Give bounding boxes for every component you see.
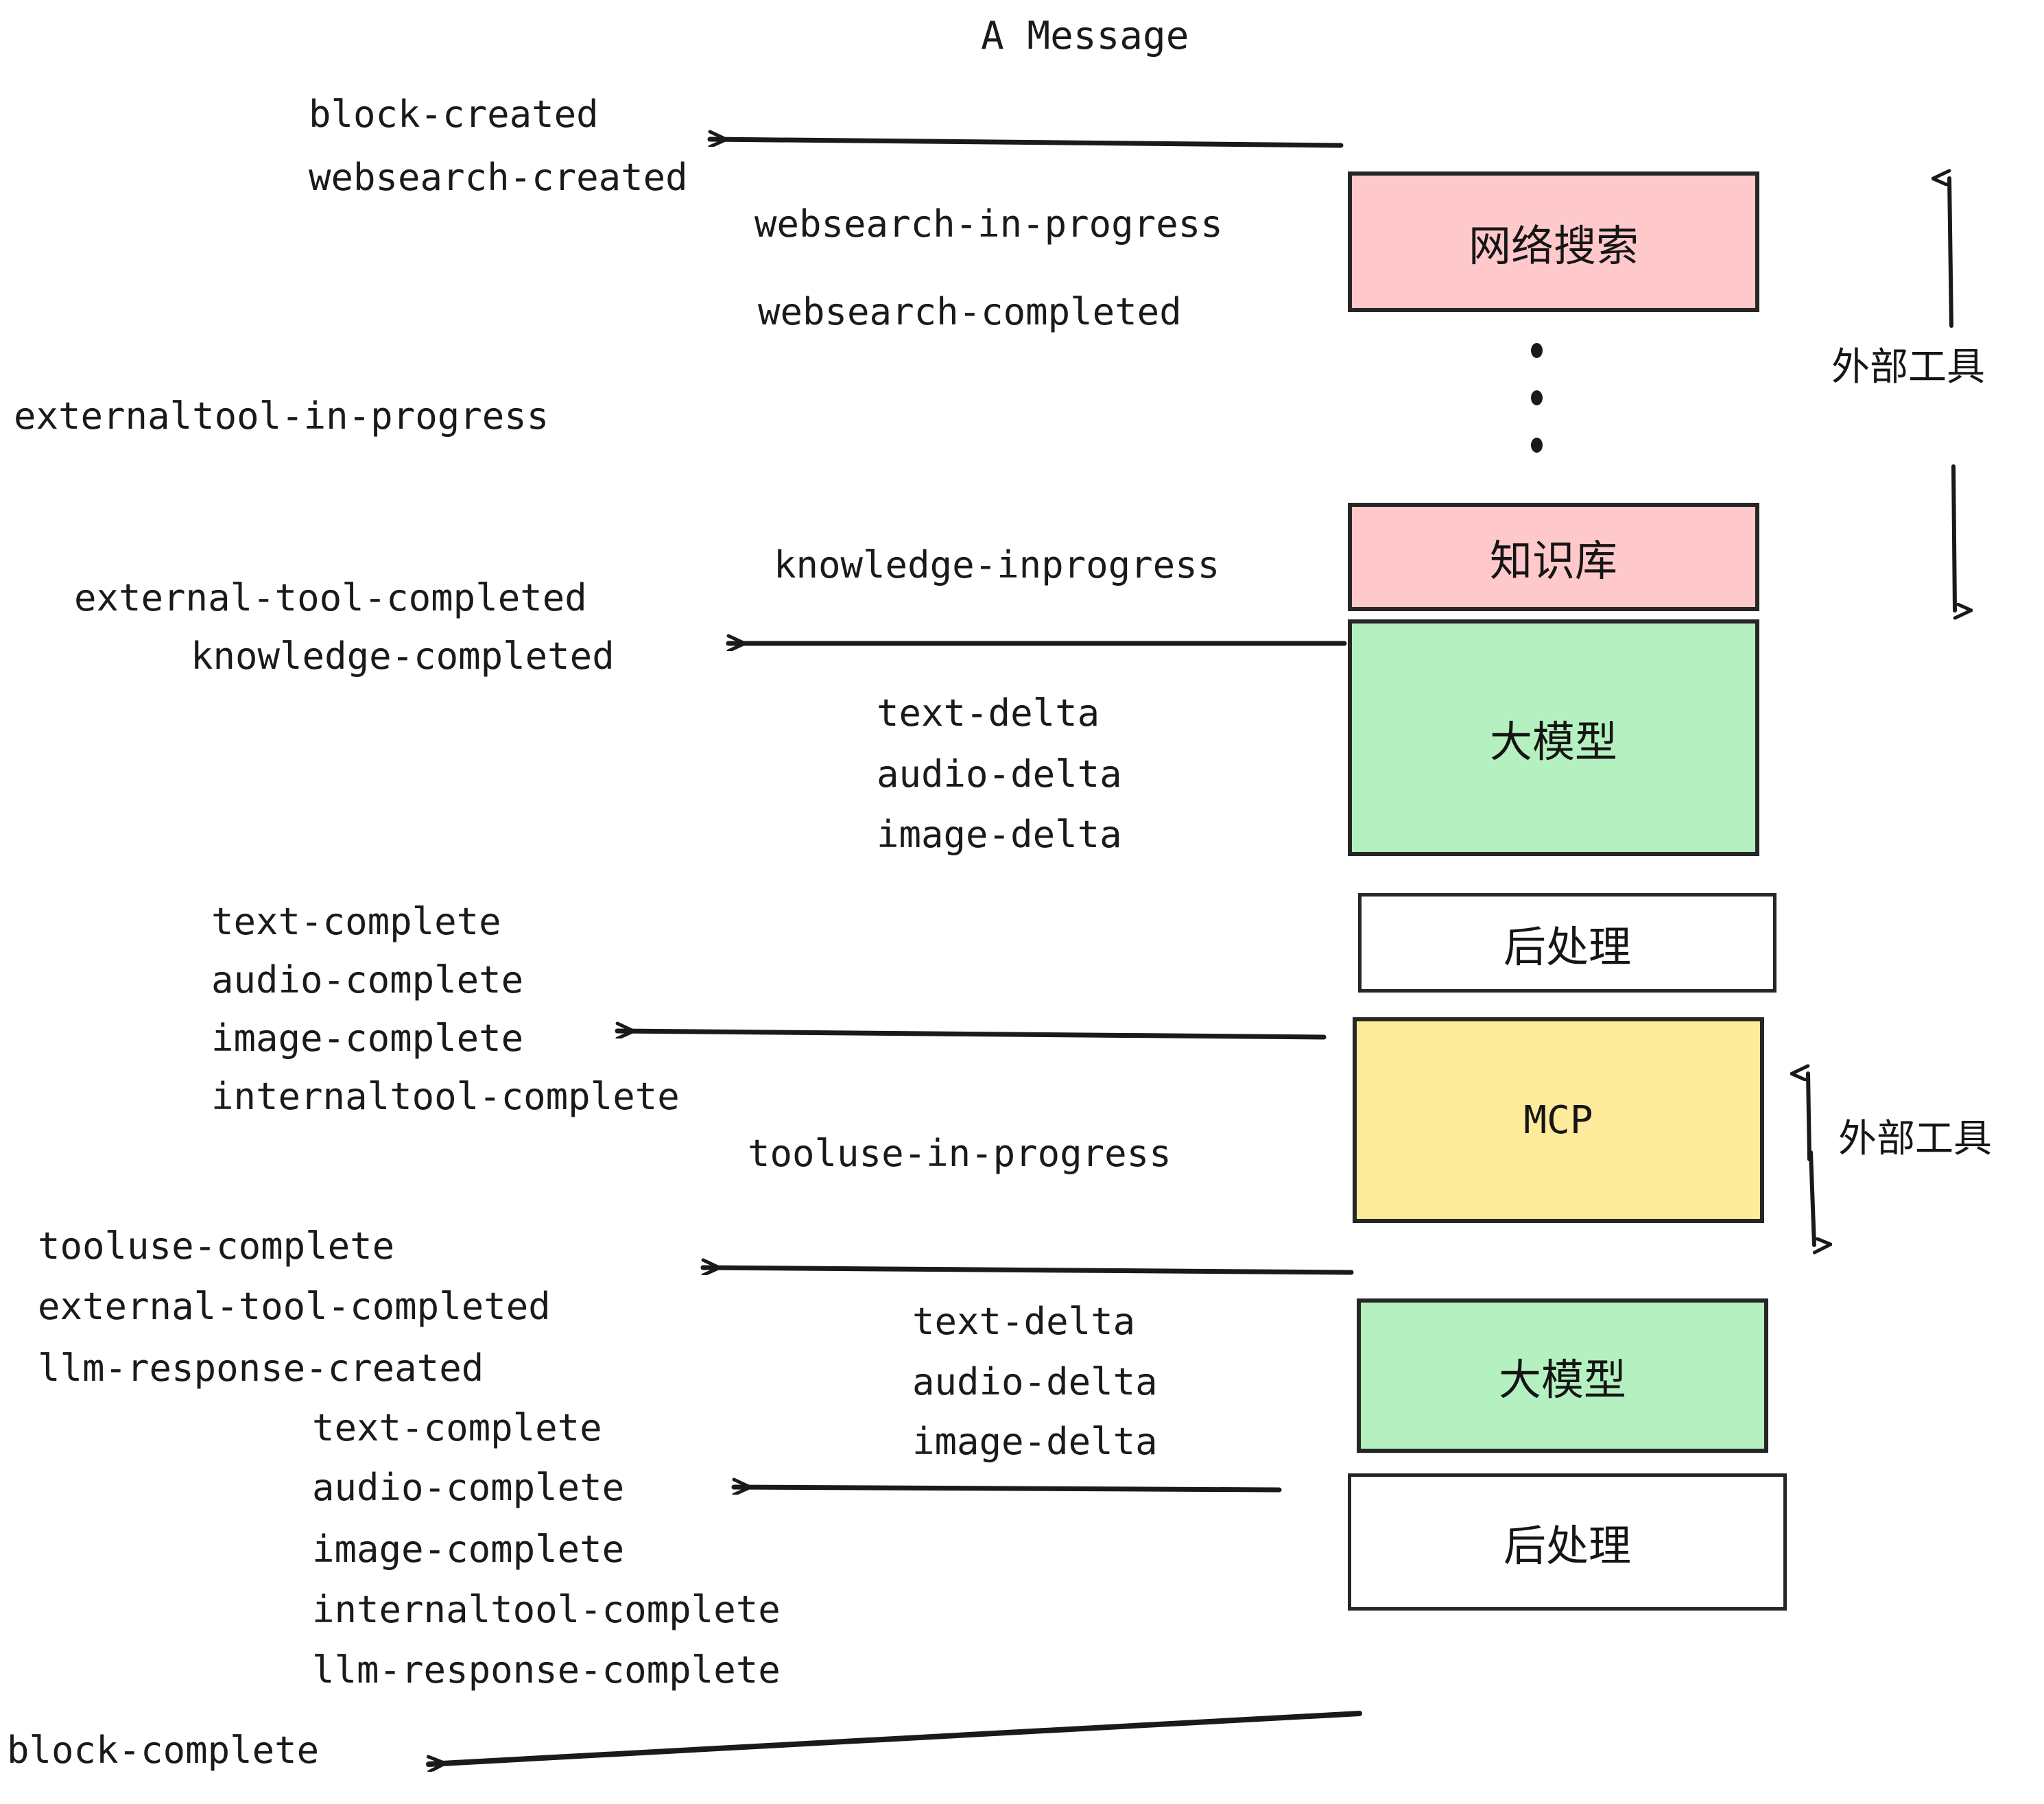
arrow-llm-bottom-to-audio-complete	[731, 1487, 1282, 1490]
zone-label-external-tools-bottom: 外部工具	[1838, 1117, 1992, 1161]
event-tooluse-complete: tooluse-complete	[38, 1224, 395, 1268]
box-llm-top-label: 大模型	[1489, 716, 1617, 767]
arrow-mcp-to-tooluse-complete	[700, 1268, 1354, 1272]
event-audio-complete-2: audio-complete	[312, 1466, 625, 1509]
arrow-postprocess-top-to-image-complete	[615, 1031, 1327, 1040]
event-knowledge-inprogress: knowledge-inprogress	[774, 543, 1220, 586]
event-audio-delta-1: audio-delta	[877, 752, 1122, 796]
box-mcp[interactable]: MCP	[1353, 1017, 1764, 1223]
event-websearch-in-progress: websearch-in-progress	[754, 202, 1223, 246]
event-image-complete-1: image-complete	[211, 1017, 524, 1060]
event-audio-complete-1: audio-complete	[211, 958, 524, 1001]
event-image-delta-2: image-delta	[912, 1420, 1158, 1463]
box-websearch[interactable]: 网络搜索	[1348, 171, 1759, 312]
event-text-complete-2: text-complete	[312, 1406, 602, 1449]
event-image-delta-1: image-delta	[877, 813, 1122, 856]
event-knowledge-completed: knowledge-completed	[191, 634, 615, 678]
event-tooluse-in-progress: tooluse-in-progress	[748, 1132, 1172, 1175]
box-websearch-label: 网络搜索	[1468, 220, 1639, 271]
box-knowledge-label: 知识库	[1489, 536, 1617, 586]
page-title: A Message	[981, 14, 1189, 58]
event-internaltool-complete-1: internaltool-complete	[211, 1075, 680, 1118]
box-postprocess-top-label: 后处理	[1503, 921, 1631, 972]
event-externaltool-in-progress: externaltool-in-progress	[14, 394, 549, 438]
event-text-delta-2: text-delta	[912, 1300, 1136, 1343]
box-postprocess-bottom[interactable]: 后处理	[1348, 1473, 1787, 1611]
event-internaltool-complete-2: internaltool-complete	[312, 1588, 781, 1631]
event-text-complete-1: text-complete	[211, 900, 501, 943]
arrow-postprocess-bottom-to-block-complete	[426, 1711, 1362, 1764]
bracket-external-tools-top	[1949, 178, 1955, 610]
event-audio-delta-2: audio-delta	[912, 1360, 1158, 1403]
zone-label-external-tools-top: 外部工具	[1831, 345, 1985, 390]
event-llm-response-complete: llm-response-complete	[312, 1648, 781, 1692]
event-image-complete-2: image-complete	[312, 1528, 625, 1571]
bracket-external-tools-bottom	[1808, 1073, 1814, 1245]
box-llm-bottom[interactable]: 大模型	[1357, 1298, 1768, 1453]
event-block-complete: block-complete	[7, 1729, 320, 1772]
event-text-delta-1: text-delta	[877, 691, 1100, 735]
box-knowledge[interactable]: 知识库	[1348, 503, 1759, 611]
event-external-tool-completed-1: external-tool-completed	[74, 576, 587, 619]
box-postprocess-top[interactable]: 后处理	[1358, 893, 1776, 993]
box-llm-bottom-label: 大模型	[1498, 1354, 1626, 1405]
box-mcp-label: MCP	[1523, 1097, 1593, 1143]
vertical-ellipsis-icon	[1530, 343, 1543, 453]
event-websearch-completed: websearch-completed	[758, 290, 1182, 333]
event-block-created: block-created	[309, 93, 599, 136]
event-llm-response-created: llm-response-created	[38, 1346, 484, 1390]
event-websearch-created: websearch-created	[309, 156, 688, 199]
arrow-websearch-to-block-created	[707, 139, 1344, 148]
box-llm-top[interactable]: 大模型	[1348, 619, 1759, 856]
event-external-tool-completed-2: external-tool-completed	[38, 1285, 551, 1328]
box-postprocess-bottom-label: 后处理	[1503, 1521, 1631, 1571]
